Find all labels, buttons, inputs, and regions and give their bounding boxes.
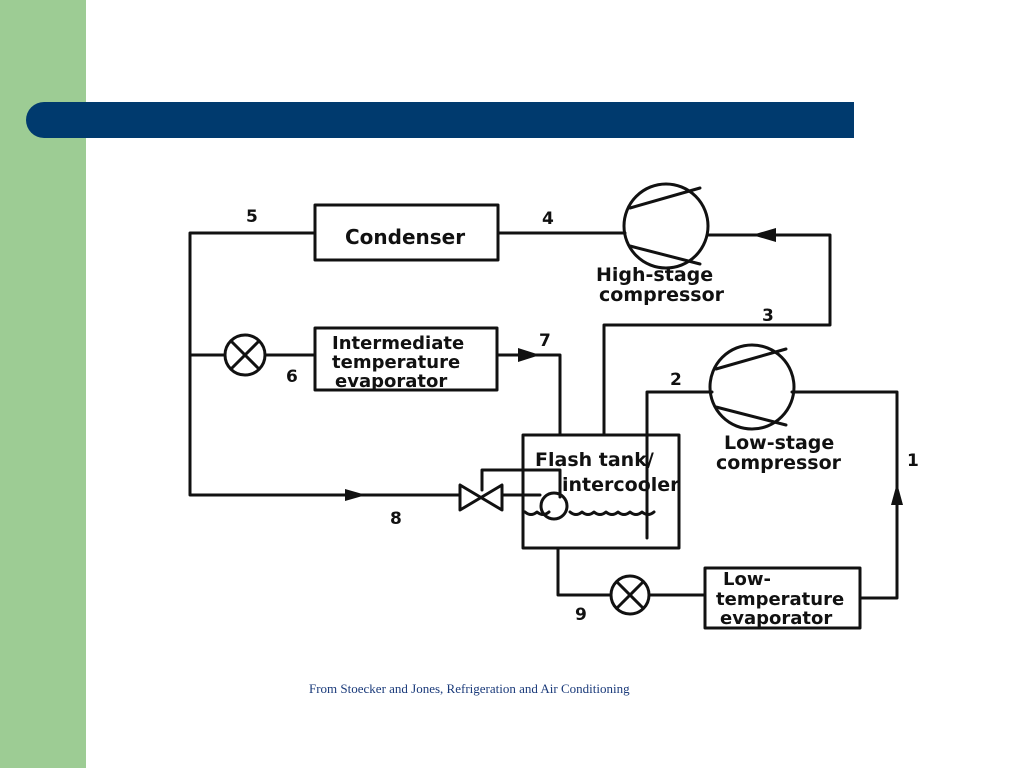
float-linkage: [480, 468, 562, 499]
state-point-2: 2: [670, 370, 682, 390]
intermediate-evaporator-label-line3: evaporator: [335, 371, 447, 392]
state-point-7: 7: [539, 331, 551, 351]
low-stage-compressor-label-line1: Low-stage: [724, 432, 834, 454]
low-stage-compressor-label-line2: compressor: [716, 452, 842, 474]
state-point-8: 8: [390, 509, 402, 529]
pipe-2-dip-tube: [645, 390, 714, 540]
pipe-3-to-high-compressor: [602, 233, 832, 437]
pipe-condenser-to-left: [188, 231, 347, 497]
low-temperature-evaporator-label-line2: temperature: [716, 589, 844, 610]
high-stage-compressor-icon: [622, 182, 710, 270]
expansion-valve-icon: [223, 333, 267, 377]
flow-arrow-icon: [518, 348, 540, 362]
flow-arrow-icon: [752, 228, 776, 242]
state-point-1: 1: [907, 451, 919, 471]
state-point-9: 9: [575, 605, 587, 625]
low-temperature-evaporator-label-line1: Low-: [723, 569, 771, 590]
low-temperature-evaporator-label-line3: evaporator: [720, 608, 832, 629]
intermediate-evaporator-label-line1: Intermediate: [332, 333, 464, 354]
pipe-7-to-tank: [495, 353, 562, 437]
state-point-6: 6: [286, 367, 298, 387]
state-point-5: 5: [246, 207, 258, 227]
high-stage-compressor-label-line1: High-stage: [596, 264, 713, 286]
low-temperature-evaporator-box: [703, 566, 862, 630]
title-bar: [26, 102, 854, 138]
state-point-4: 4: [542, 209, 554, 229]
intermediate-evaporator-box: [313, 326, 499, 392]
float-valve-icon: [458, 483, 504, 512]
flash-tank-label-line2: intercooler: [562, 474, 680, 496]
expansion-valve-icon: [609, 574, 651, 616]
state-point-3: 3: [762, 306, 774, 326]
condenser-box: [313, 203, 500, 262]
intermediate-evaporator-label-line2: temperature: [332, 352, 460, 373]
condenser-label: Condenser: [345, 225, 465, 249]
flash-tank-box: [521, 433, 681, 550]
pipe-9-liquid: [556, 546, 612, 597]
float-ball: [539, 491, 569, 521]
flow-arrow-icon: [891, 483, 903, 505]
high-stage-compressor-label-line2: compressor: [599, 284, 725, 306]
flash-tank-label-line1: Flash tank/: [535, 449, 654, 471]
source-caption: From Stoecker and Jones, Refrigeration a…: [309, 681, 630, 696]
flow-arrow-icon: [345, 489, 366, 501]
low-stage-compressor-icon: [708, 343, 796, 431]
